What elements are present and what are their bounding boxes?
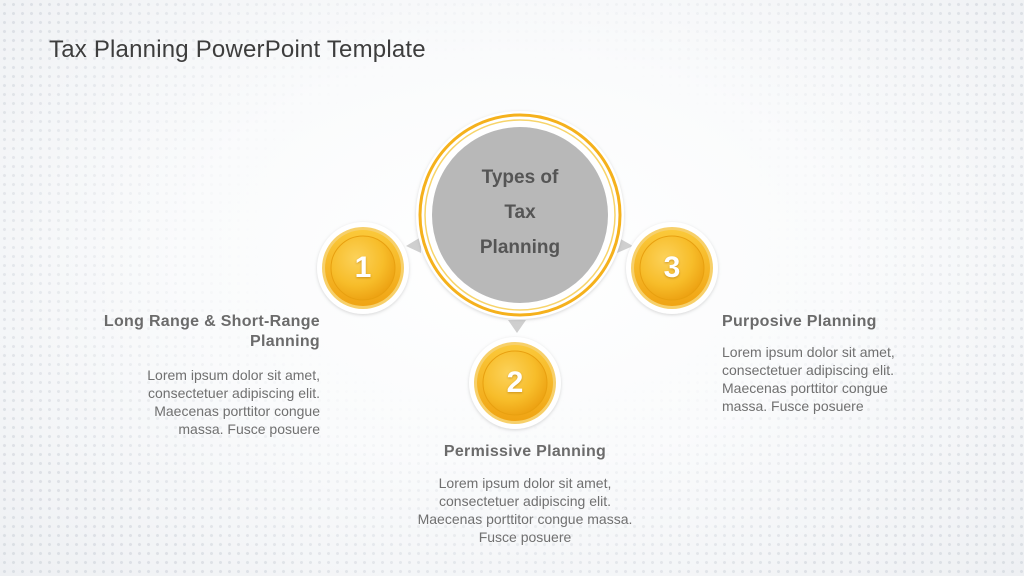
badge-1-number: 1 [354,251,372,284]
item-2-body-line: Lorem ipsum dolor sit amet, [438,475,612,491]
item-1-heading: Long Range & Short-Range Planning [40,312,320,352]
item-3-body-line: massa. Fusce posuere [722,398,864,414]
item-1-body: Lorem ipsum dolor sit amet, consectetuer… [60,366,320,438]
center-label-line-2: Tax [504,202,536,223]
item-2-body: Lorem ipsum dolor sit amet, consectetuer… [380,474,670,546]
item-3-body-line: Lorem ipsum dolor sit amet, [722,344,895,360]
item-3-body-line: Maecenas porttitor congue [722,380,888,396]
item-2-body-line: consectetuer adipiscing elit. [439,493,611,509]
item-3-heading: Purposive Planning [722,313,877,330]
item-1-body-line: consectetuer adipiscing elit. [148,385,320,401]
item-1-heading-line-2: Planning [250,333,320,350]
item-2-body-line: Maecenas porttitor congue massa. [417,511,633,527]
item-3-body: Lorem ipsum dolor sit amet, consectetuer… [722,343,962,415]
item-2-body-line: Fusce posuere [478,529,572,545]
badge-2 [469,337,561,429]
item-3-body-line: consectetuer adipiscing elit. [722,362,894,378]
badge-3-number: 3 [663,251,681,284]
slide-title: Tax Planning PowerPoint Template [49,36,426,63]
item-2-heading: Permissive Planning [443,443,607,460]
pointer-left [406,237,421,253]
center-circle [416,111,624,319]
item-1-body-line: Maecenas porttitor congue [154,403,320,419]
badge-3 [626,222,718,314]
item-1-body-line: massa. Fusce posuere [178,421,320,437]
pointer-right [617,237,633,253]
center-label: Types of Tax Planning [440,160,600,265]
center-label-line-3: Planning [479,237,561,258]
item-1-heading-line-1: Long Range & Short-Range [103,313,320,330]
center-label-line-1: Types of [481,167,559,188]
badge-2-number: 2 [506,366,524,399]
pointer-bottom [508,320,526,333]
item-1-body-line: Lorem ipsum dolor sit amet, [147,367,320,383]
badge-1 [317,222,409,314]
